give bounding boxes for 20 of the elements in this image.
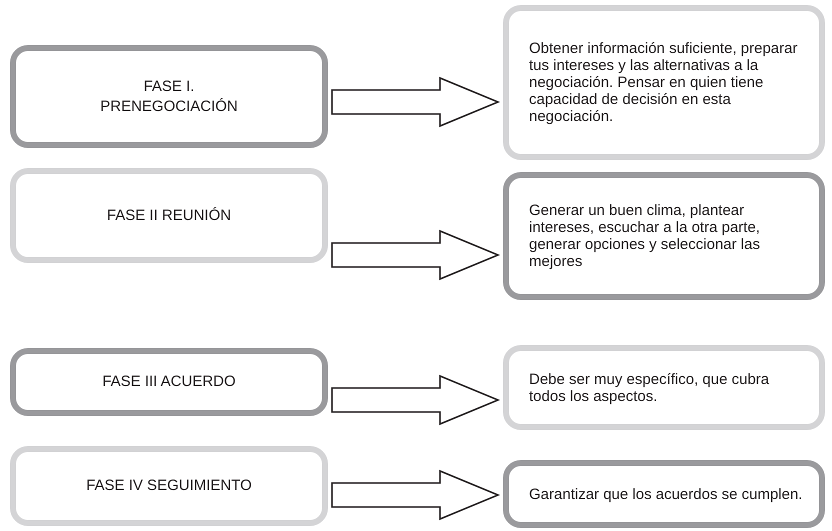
description-box xyxy=(503,5,825,160)
description-box xyxy=(503,345,825,430)
phase-box xyxy=(10,446,328,526)
block-arrow xyxy=(331,230,500,280)
phase-description: Garantizar que los acuerdos se cumplen. xyxy=(529,486,802,502)
phase-title: FASE II REUNIÓN xyxy=(106,206,232,226)
description-box xyxy=(503,172,825,300)
description-box xyxy=(503,460,825,528)
phase-description: Debe ser muy específico, que cubra todos los aspectos. xyxy=(529,370,770,404)
block-arrow xyxy=(331,76,500,128)
phase-title: FASE IV SEGUIMIENTO xyxy=(86,476,252,496)
phase-box xyxy=(10,348,328,416)
phase-box xyxy=(10,168,328,263)
phase-title: FASE I. PRENEGOCIACIÓN xyxy=(99,76,239,116)
phase-box xyxy=(10,45,328,148)
block-arrow xyxy=(331,374,500,426)
block-arrow xyxy=(331,470,500,520)
phase-description: Generar un buen clima, plantear intereses, escuchar a la otra parte, generar opciones y seleccionar las mejores xyxy=(529,202,761,270)
phase-description: Obtener información suficiente, preparar tus intereses y las alternativas a la negociación. Pensar en quien tiene capacidad de decisión en esta negociación. xyxy=(529,40,798,125)
phase-title: FASE III ACUERDO xyxy=(102,372,236,392)
